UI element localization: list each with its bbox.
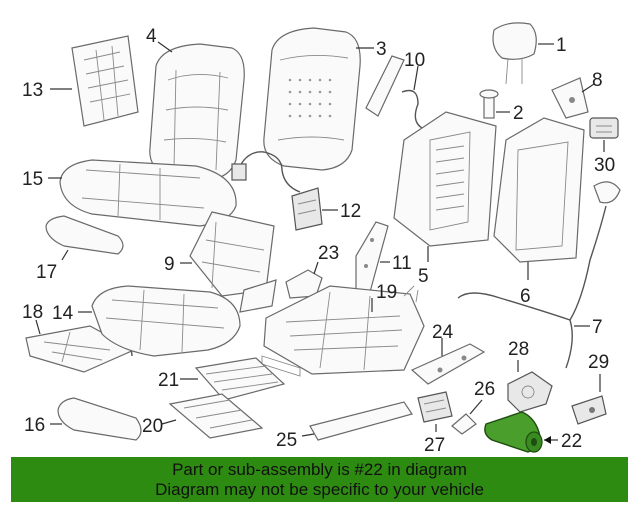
- callout-30[interactable]: 30: [594, 155, 615, 176]
- leader-8: [581, 83, 595, 93]
- part-6-backrest-frame-right[interactable]: [493, 117, 585, 263]
- callout-11[interactable]: 11: [392, 253, 412, 274]
- callout-10[interactable]: 10: [404, 50, 425, 71]
- callout-16[interactable]: 16: [24, 415, 45, 436]
- part-8-trim-cap[interactable]: [551, 77, 589, 119]
- harness-connector: [231, 163, 247, 181]
- part-17-front-pad[interactable]: [45, 215, 124, 255]
- callout-12[interactable]: 12: [340, 201, 361, 222]
- notice-line-2: Diagram may not be specific to your vehi…: [155, 479, 484, 499]
- leader-17: [61, 249, 69, 261]
- callout-6[interactable]: 6: [520, 286, 531, 307]
- part-29-switch[interactable]: [571, 395, 607, 425]
- callout-24[interactable]: 24: [432, 322, 454, 343]
- part-20-cushion-tray[interactable]: [168, 393, 264, 439]
- part-1-headrest[interactable]: [492, 22, 537, 85]
- callout-7[interactable]: 7: [592, 317, 603, 338]
- part-22-highlighted-actuator[interactable]: [484, 411, 543, 453]
- part-14-cushion-foam[interactable]: [91, 285, 241, 357]
- part-7-cable[interactable]: [457, 181, 621, 369]
- part-13-backrest-pad[interactable]: [71, 35, 139, 127]
- callout-23[interactable]: 23: [318, 243, 339, 264]
- callout-26[interactable]: 26: [474, 379, 495, 400]
- part-30-switch[interactable]: [589, 117, 619, 139]
- callout-3[interactable]: 3: [376, 39, 387, 60]
- leader-4: [157, 41, 173, 53]
- callout-21[interactable]: 21: [158, 370, 179, 391]
- part-11-side-bracket[interactable]: [355, 221, 389, 293]
- callout-19[interactable]: 19: [376, 282, 397, 303]
- seat-parts-diagram: 13 4 3 10 1 2: [22, 22, 621, 456]
- part-15-cushion-cover[interactable]: [59, 159, 237, 227]
- part-19-seat-track-frame[interactable]: [261, 285, 425, 377]
- notice-line-1: Part or sub-assembly is #22 in diagram: [172, 459, 467, 479]
- callout-27[interactable]: 27: [424, 435, 445, 456]
- callout-28[interactable]: 28: [508, 339, 529, 360]
- part-21-foam-blocks[interactable]: [194, 357, 286, 401]
- part-2-headrest-guide[interactable]: [479, 89, 499, 119]
- leader-25: [301, 433, 315, 437]
- part-28-motor[interactable]: [507, 371, 553, 413]
- callout-9[interactable]: 9: [164, 254, 175, 275]
- part-24-side-trim[interactable]: [410, 343, 486, 385]
- diagram-notice-banner: Part or sub-assembly is #22 in diagram D…: [11, 457, 628, 502]
- arrow-22: [544, 436, 551, 444]
- part-16-front-pad[interactable]: [57, 397, 142, 441]
- part-10-side-panel[interactable]: [365, 55, 439, 133]
- part-9-seat-frame-panel[interactable]: [189, 211, 277, 313]
- leader-26: [469, 399, 483, 415]
- callout-5[interactable]: 5: [418, 266, 429, 287]
- part-12-control-module[interactable]: [291, 187, 323, 231]
- part-26-clip[interactable]: [451, 413, 477, 435]
- callout-8[interactable]: 8: [592, 70, 603, 91]
- part-27-switch-module[interactable]: [417, 391, 453, 423]
- leader-18: [35, 319, 41, 335]
- callout-17[interactable]: 17: [36, 262, 57, 283]
- part-23-bracket[interactable]: [285, 269, 323, 299]
- part-3-backrest-cover-perforated[interactable]: [263, 27, 361, 171]
- callout-1[interactable]: 1: [556, 35, 567, 56]
- harness-wire: [235, 151, 301, 193]
- leader-10: [413, 65, 419, 91]
- callout-14[interactable]: 14: [52, 303, 74, 324]
- perforation-dots: [288, 78, 332, 118]
- callout-25[interactable]: 25: [276, 430, 297, 451]
- callout-29[interactable]: 29: [588, 352, 609, 373]
- part-4-backrest-cover[interactable]: [149, 43, 245, 181]
- leader-20: [161, 419, 177, 425]
- part-25-rail-cover[interactable]: [309, 401, 413, 441]
- callout-2[interactable]: 2: [513, 103, 524, 124]
- callout-20[interactable]: 20: [142, 416, 163, 437]
- callout-15[interactable]: 15: [22, 169, 43, 190]
- callout-22[interactable]: 22: [561, 431, 582, 452]
- part-5-backrest-frame-left[interactable]: [393, 111, 497, 247]
- leader-23: [313, 261, 319, 275]
- callout-4[interactable]: 4: [146, 26, 157, 47]
- callout-13[interactable]: 13: [22, 80, 43, 101]
- callout-18[interactable]: 18: [22, 302, 43, 323]
